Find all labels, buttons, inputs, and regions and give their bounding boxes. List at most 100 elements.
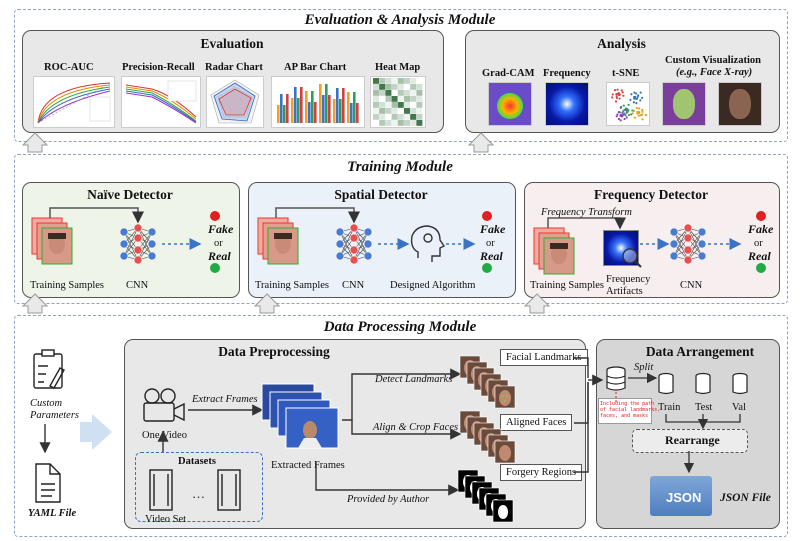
- frequency-fake-icon: [756, 211, 766, 221]
- extracted-frames-label: Extracted Frames: [271, 460, 345, 471]
- data-processing-module-title: Data Processing Module: [323, 319, 477, 335]
- tsne-title: t-SNE: [612, 68, 640, 79]
- data-preprocessing-title: Data Preprocessing: [218, 344, 330, 359]
- frequency-title: Frequency: [543, 68, 591, 79]
- landmark-faces-stack: [459, 355, 516, 409]
- frequency-real-label: Real: [748, 249, 771, 263]
- json-folder-label: JSON: [666, 490, 702, 505]
- data-arrangement-title: Data Arrangement: [645, 344, 755, 359]
- database-icons: [606, 366, 748, 395]
- radar-chart-title: Radar Chart: [205, 62, 263, 73]
- json-folder-icon: [650, 476, 712, 516]
- frequency-or-label: or: [754, 238, 763, 249]
- test-label: Test: [695, 402, 713, 413]
- frequency-fake-label: Fake: [748, 222, 774, 236]
- yaml-file-label: YAML File: [28, 508, 77, 519]
- heat-map-thumbnail: [370, 76, 426, 128]
- designed-algorithm-label: Designed Algorithm: [390, 280, 476, 291]
- face-xray-overlay: [673, 89, 695, 119]
- ap-bars-graphic: [277, 84, 359, 123]
- arrangement-note-2: of facial landmarks,: [600, 407, 661, 413]
- frequency-detector-title: Frequency Detector: [593, 187, 709, 202]
- precision-recall-thumbnail: [121, 76, 201, 128]
- spatial-fake-label: Fake: [480, 222, 506, 236]
- ap-bar-chart-thumbnail: [271, 76, 365, 128]
- tsne-plot-image: [606, 82, 650, 126]
- facial-landmarks-box: Facial Landmarks: [500, 349, 588, 366]
- roc-auc-thumbnail: [33, 76, 115, 128]
- radar-chart-thumbnail: [206, 76, 264, 128]
- face-xray-example-title: (e.g., Face X-ray): [676, 67, 753, 78]
- json-file-label: JSON File: [720, 492, 771, 504]
- clipboard-icon: [33, 349, 65, 389]
- custom-visualization-title: Custom Visualization: [665, 55, 761, 66]
- spatial-real-label: Real: [480, 249, 503, 263]
- evaluation-analysis-module: [14, 9, 788, 142]
- film-strip-icons: [149, 469, 241, 511]
- designed-algorithm-icon: [410, 225, 446, 262]
- val-label: Val: [732, 402, 746, 413]
- aligned-faces-stack: [459, 410, 516, 464]
- spatial-cnn-label: CNN: [342, 280, 365, 291]
- naive-samples-stack: [31, 217, 73, 265]
- precision-recall-title: Precision-Recall: [122, 62, 195, 73]
- heatmap-graphic: [373, 78, 423, 126]
- spatial-or-label: or: [486, 238, 495, 249]
- pr-curves-graphic: [125, 80, 197, 124]
- training-module-title: Training Module: [347, 159, 453, 175]
- extract-frames-label: Extract Frames: [192, 394, 258, 405]
- aligned-faces-box: Aligned Faces: [500, 414, 573, 431]
- naive-cnn-label: CNN: [126, 280, 149, 291]
- split-label: Split: [634, 362, 654, 373]
- spatial-cnn-network: [335, 223, 373, 265]
- up-arrows: [21, 132, 551, 314]
- frequency-artifacts-image: [603, 230, 639, 266]
- train-label: Train: [658, 402, 681, 413]
- datasets-box: [135, 452, 263, 522]
- roc-curves-graphic: [37, 82, 111, 124]
- naive-or-label: or: [214, 238, 223, 249]
- data-flow-arrow: [80, 414, 112, 450]
- naive-fake-icon: [210, 211, 220, 221]
- evaluation-analysis-module-title: Evaluation & Analysis Module: [304, 12, 496, 28]
- spatial-training-samples-label: Training Samples: [255, 280, 329, 291]
- arrangement-note-3: faces, and masks: [600, 413, 649, 419]
- custom-parameters-label-1: Custom: [30, 398, 63, 409]
- datasets-label: Datasets: [178, 456, 216, 467]
- rearrange-box: [632, 429, 748, 453]
- training-module: [14, 154, 788, 304]
- custom-parameters-label-2: Parameters: [30, 410, 79, 421]
- roc-auc-title: ROC-AUC: [44, 62, 94, 73]
- grad-cam-heat: [497, 93, 523, 119]
- frequency-samples-stack: [533, 227, 575, 275]
- naive-cnn-network: [119, 223, 157, 265]
- evaluation-title: Evaluation: [200, 36, 264, 51]
- arrangement-note-box: [598, 398, 652, 424]
- detect-landmarks-label: Detect Landmarks: [375, 374, 453, 385]
- video-set-ellipsis: …: [192, 486, 205, 501]
- heat-map-title: Heat Map: [375, 62, 421, 73]
- extracted-frames-stack: [261, 383, 339, 449]
- face-xray-image-2: [718, 82, 762, 126]
- video-set-label: Video Set: [145, 514, 187, 525]
- provided-by-author-label: Provided by Author: [347, 494, 430, 505]
- arrangement-note-1: Including the path: [600, 401, 655, 407]
- face-xray-image-1: [662, 82, 706, 126]
- spatial-samples-stack: [257, 217, 299, 265]
- yaml-file-icon: [35, 463, 61, 503]
- spatial-real-icon: [482, 263, 492, 273]
- spatial-fake-icon: [482, 211, 492, 221]
- face-xray-face: [729, 89, 751, 119]
- frequency-spectrum-image: [545, 82, 589, 126]
- forgery-masks-stack: [457, 469, 514, 523]
- frequency-cnn-label: CNN: [680, 280, 703, 291]
- naive-real-icon: [210, 263, 220, 273]
- align-crop-label: Align & Crop Faces: [373, 422, 459, 433]
- frequency-training-samples-label: Training Samples: [530, 280, 604, 291]
- rearrange-label: Rearrange: [665, 433, 720, 447]
- data-processing-module: [14, 315, 788, 537]
- frequency-artifacts-label-2: Artifacts: [606, 286, 643, 297]
- grad-cam-image: [488, 82, 532, 126]
- frequency-real-icon: [756, 263, 766, 273]
